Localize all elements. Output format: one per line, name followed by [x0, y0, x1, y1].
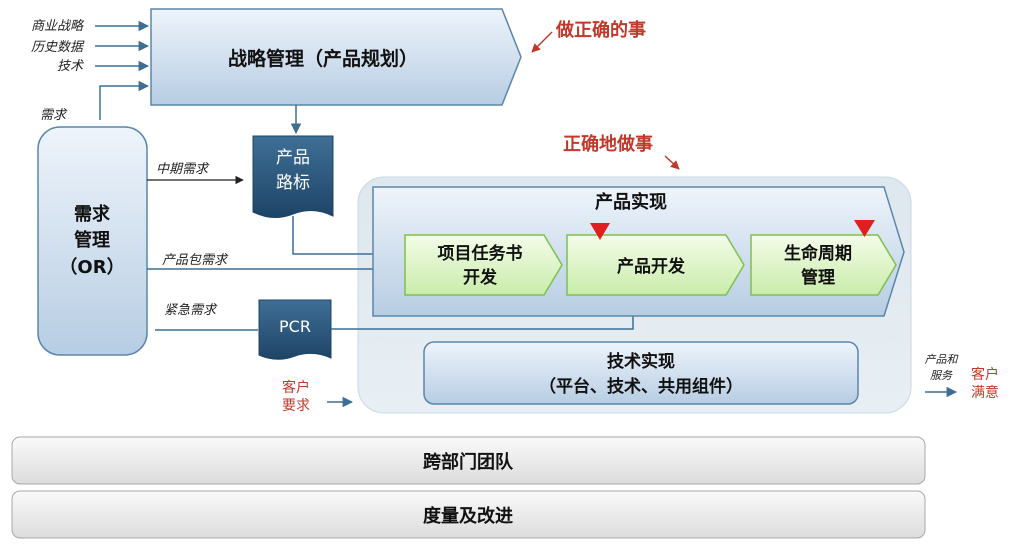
- strategy-caption: 做正确的事: [555, 19, 646, 41]
- demand-mgmt-box: [37, 126, 148, 356]
- tech-line1: 技术实现: [607, 351, 675, 372]
- stage3-line1: 生命周期: [784, 243, 852, 264]
- stage1-line1: 项目任务书: [438, 243, 523, 264]
- demand-line1: 需求: [74, 203, 111, 225]
- package-label: 产品包需求: [162, 253, 229, 268]
- output-product-line1: 产品和: [925, 353, 959, 366]
- realization-caption: 正确地做事: [563, 133, 653, 155]
- realization-title: 产品实现: [595, 191, 667, 213]
- realization-caption-arrow: [664, 155, 680, 170]
- midterm-label: 中期需求: [156, 162, 210, 177]
- input-technology: 技术: [57, 59, 84, 74]
- output-product-line2: 服务: [930, 369, 953, 382]
- stage3-marker-icon: [854, 220, 875, 237]
- stage2-chevron: [566, 234, 745, 296]
- demand-line2: 管理: [74, 229, 110, 251]
- urgent-label: 紧急需求: [164, 303, 218, 318]
- roadmap-stage1-arrow: [292, 216, 400, 260]
- roadmap-doc: [252, 135, 334, 218]
- demand-line3: （OR）: [59, 257, 124, 278]
- stage2-label: 产品开发: [617, 256, 686, 277]
- stage1-chevron: [404, 234, 563, 296]
- pcr-doc: [258, 299, 332, 360]
- stage2-marker-icon: [590, 223, 610, 240]
- input-historical-data: 历史数据: [31, 40, 85, 55]
- team-bar-label: 跨部门团队: [423, 451, 514, 473]
- team-bar: [11, 436, 926, 485]
- input-requirements: 需求: [40, 108, 68, 123]
- measure-bar-label: 度量及改进: [423, 505, 513, 527]
- input-arrow-4: [99, 80, 150, 120]
- tech-line2: （平台、技术、共用组件）: [539, 376, 743, 397]
- strategy-box: [150, 8, 522, 106]
- stage3-chevron: [750, 234, 897, 296]
- customer-req-line2: 要求: [282, 398, 310, 414]
- tech-box: [423, 341, 859, 405]
- strategy-caption-arrow: [531, 31, 553, 53]
- output-satisfaction-line2: 满意: [971, 384, 999, 401]
- output-satisfaction-line1: 客户: [971, 366, 999, 383]
- roadmap-line1: 产品: [276, 148, 310, 168]
- input-business-strategy: 商业战略: [31, 19, 85, 34]
- strategy-title: 战略管理（产品规划）: [228, 47, 418, 70]
- roadmap-line2: 路标: [276, 173, 310, 193]
- stage1-line2: 开发: [463, 267, 498, 288]
- measure-bar: [11, 490, 926, 539]
- customer-req-line1: 客户: [282, 379, 310, 396]
- stage3-line2: 管理: [801, 267, 835, 288]
- pcr-label: PCR: [279, 317, 311, 336]
